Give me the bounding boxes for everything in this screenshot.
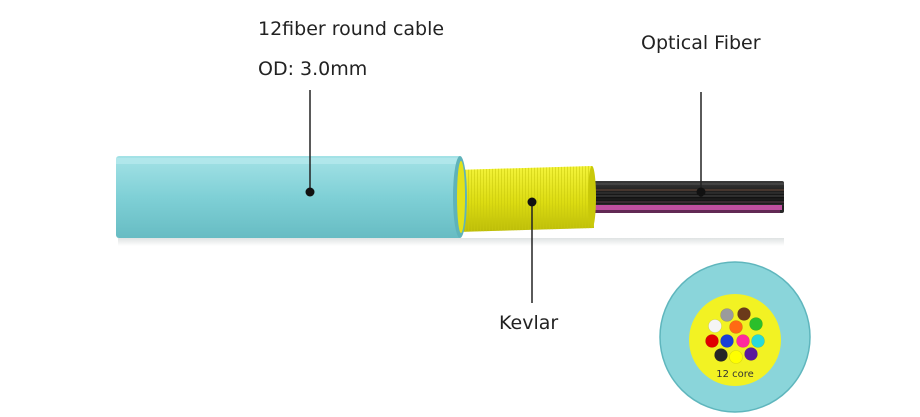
fiber-core-dot [705, 334, 719, 348]
fiber-core-dot [751, 334, 765, 348]
cross-section-kevlar [689, 294, 781, 386]
cable-leader-dot [305, 187, 315, 197]
fiber-core-dot [729, 320, 743, 334]
fiber-leader-dot [696, 187, 706, 197]
fiber-core-dot [708, 319, 722, 333]
fiber-core-dot [720, 308, 734, 322]
core-count-label: 12 core [716, 369, 754, 380]
fiber-core-dot [749, 317, 763, 331]
fiber-core-dot [737, 307, 751, 321]
outer-jacket [116, 156, 467, 238]
pink-fiber [590, 205, 782, 210]
kevlar-layer [455, 166, 596, 232]
fiber-core-dot [736, 334, 750, 348]
fiber-core-dot [720, 334, 734, 348]
fiber-core-dot [714, 348, 728, 362]
kevlar-label: Kevlar [499, 312, 559, 334]
fiber-core-dot [744, 347, 758, 361]
optical-fiber-label: Optical Fiber [641, 32, 761, 54]
optical-fiber-bundle [590, 181, 784, 213]
cable-cross-section: 12 core [659, 261, 811, 413]
cable-name-label: 12fiber round cable [258, 18, 445, 40]
kevlar-leader-dot [527, 197, 537, 207]
fiber-core-dot [729, 350, 743, 364]
cable-shadow [118, 238, 784, 246]
leader-lines [309, 90, 702, 303]
outer-diameter-label: OD: 3.0mm [258, 58, 368, 80]
